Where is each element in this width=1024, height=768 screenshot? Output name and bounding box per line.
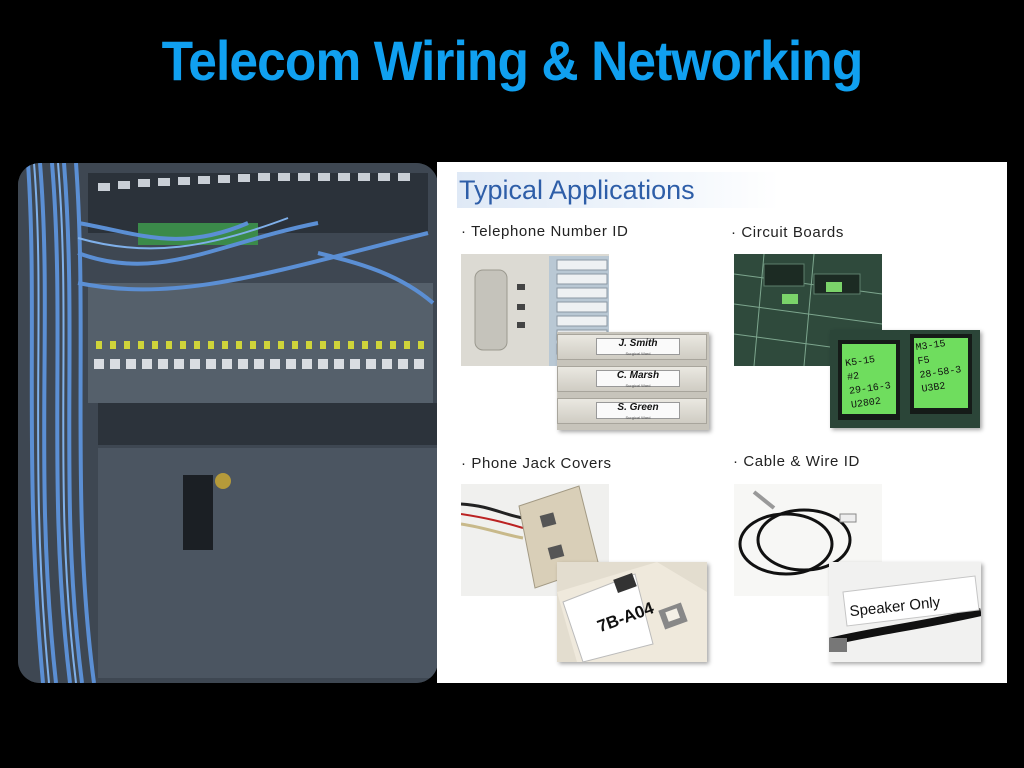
chip-label-left-line: #2 — [847, 371, 860, 384]
chip-label-left-line: K5-15 — [845, 355, 876, 370]
app-label-cable-wire-id: · Cable & Wire ID — [733, 453, 860, 470]
name-label: S. Green — [617, 402, 659, 413]
chip-label-right-line: M3-15 — [915, 339, 946, 354]
cable-label-photo: Speaker Only — [829, 562, 981, 662]
circuit-chip-labels: K5-15 #2 29-16-3 U2802 M3-15 F5 28-58-3 … — [830, 330, 980, 428]
applications-heading: Typical Applications — [457, 172, 779, 208]
slide-title: Telecom Wiring & Networking — [161, 29, 864, 92]
app-label-telephone-id: · Telephone Number ID — [461, 223, 629, 240]
phone-jack-label-photo: 7B-A04 — [557, 562, 707, 662]
name-sublabel: Surgical Ward — [625, 351, 651, 356]
app-label-circuit-boards: · Circuit Boards — [731, 224, 844, 241]
applications-panel: Typical Applications · Telephone Number … — [437, 162, 1007, 683]
name-sublabel: Surgical Ward — [625, 383, 651, 388]
app-label-phone-jack-covers: · Phone Jack Covers — [461, 455, 612, 472]
name-sublabel: Surgical Ward — [625, 415, 651, 420]
network-rack-photo — [18, 163, 438, 683]
name-label: C. Marsh — [616, 370, 660, 381]
name-label: J. Smith — [618, 338, 658, 349]
chip-label-left-line: U2802 — [851, 397, 882, 412]
chip-label-right-line: U3B2 — [921, 381, 946, 395]
chip-label-right-line: F5 — [917, 355, 930, 368]
